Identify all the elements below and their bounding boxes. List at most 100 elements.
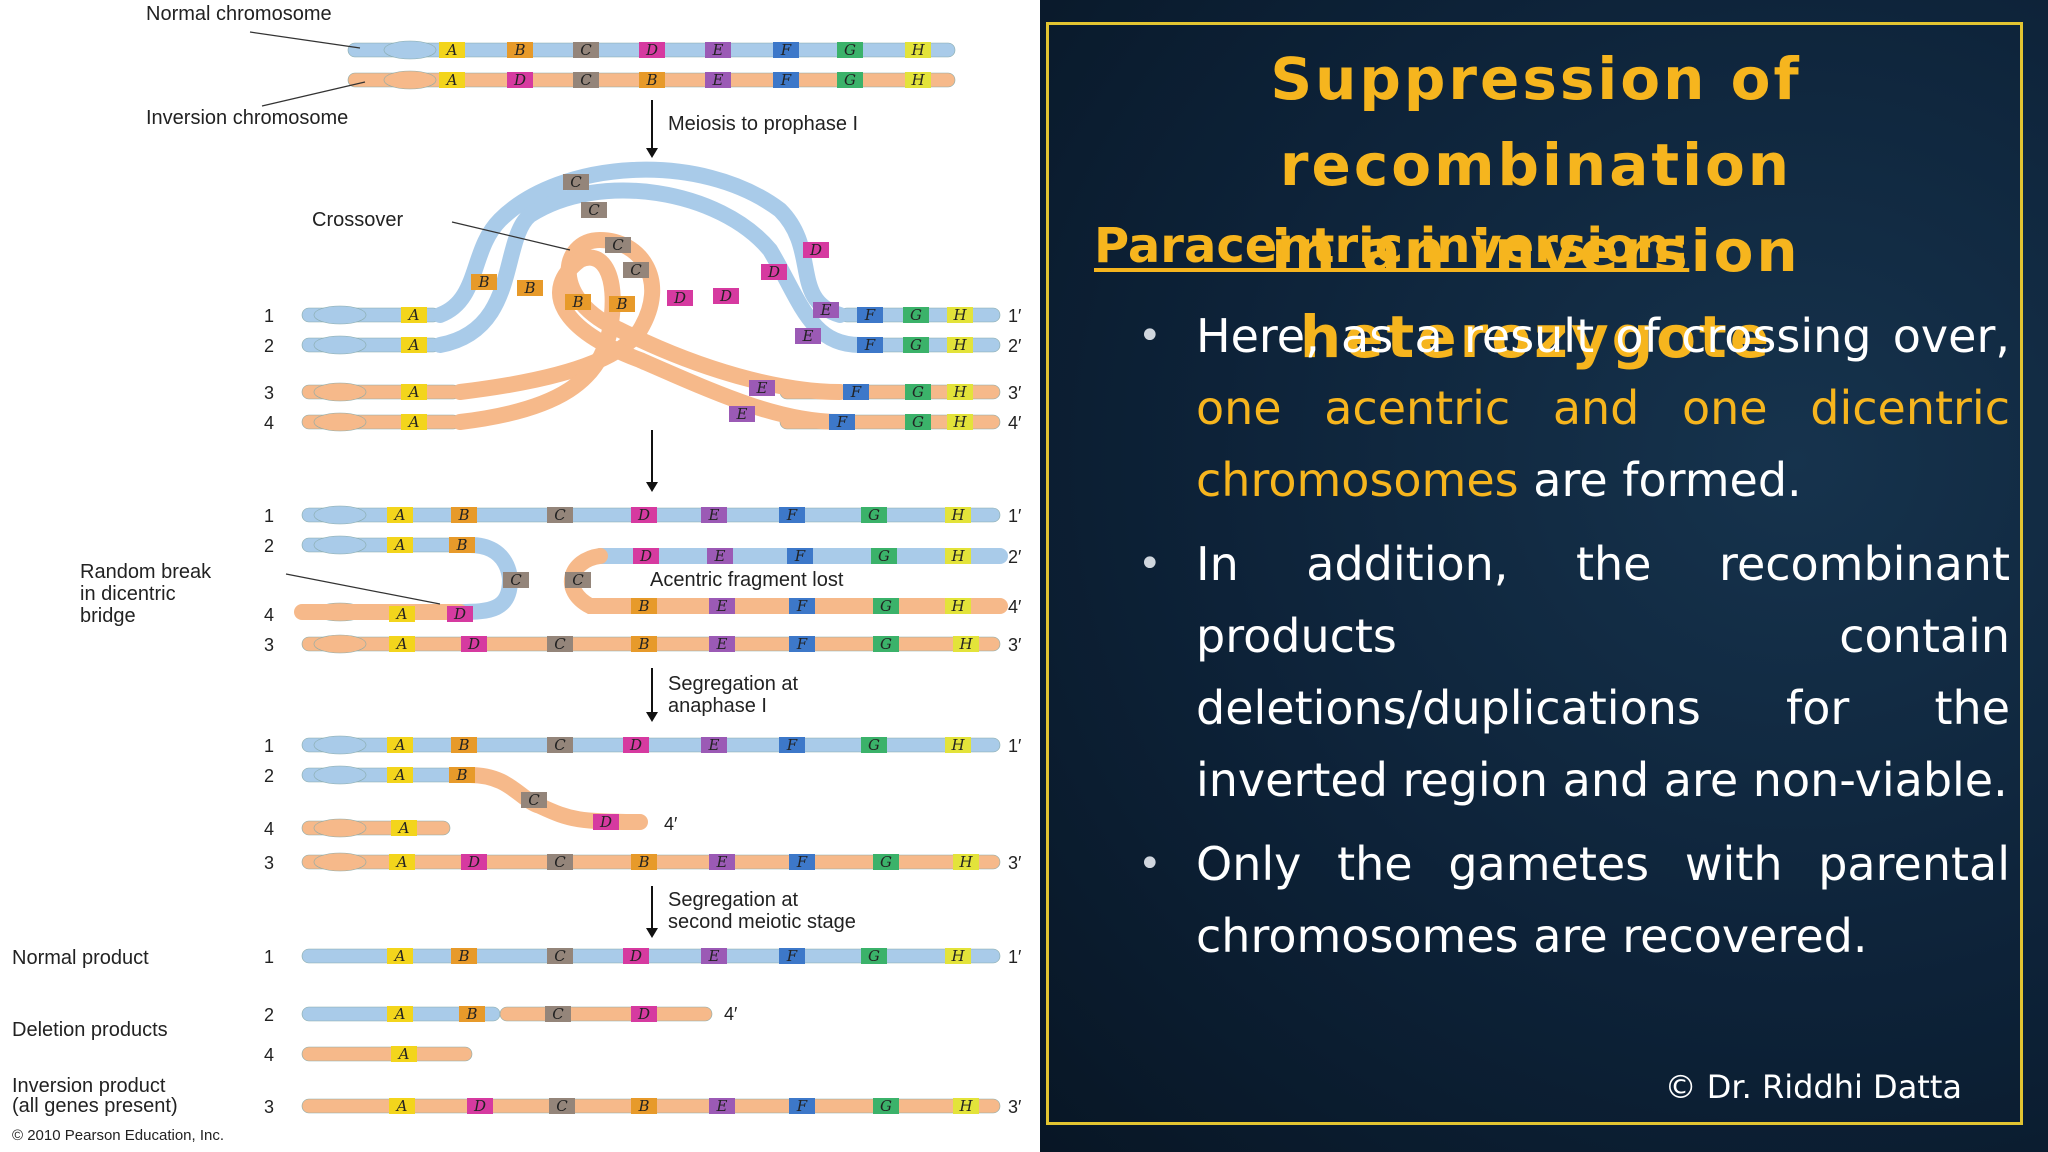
bullet-item: •In addition, the recombinant products c… [1100,528,2010,816]
gene-label: H [958,1097,973,1115]
gene-label: D [719,287,732,305]
gene-label: A [397,819,410,837]
strand-number: 3 [264,853,274,873]
gene-label: D [645,41,658,59]
gene-label: C [510,571,522,589]
gene-b [471,274,497,290]
gene-a [389,1098,415,1114]
gene-a [387,767,413,783]
gene-label: F [786,736,798,754]
gene-label: B [457,506,469,524]
gene-g [871,548,897,564]
gene-f [789,854,815,870]
strand-number: 2′ [1008,547,1022,567]
gene-label: E [716,597,728,615]
gene-label: D [453,605,466,623]
strand-number: 2 [264,536,274,556]
gene-label: D [629,947,642,965]
pointer-line [261,81,366,107]
gene-b [631,1098,657,1114]
gene-label: B [571,293,583,311]
strand-number: 4′ [664,814,678,834]
gene-label: E [736,405,748,423]
chromosome-strand [499,1006,713,1022]
gene-label: E [802,327,814,345]
gene-label: F [864,306,876,324]
gene-label: E [714,547,726,565]
gene-f [789,598,815,614]
gene-label: D [637,506,650,524]
gene-g [903,337,929,353]
title-line-1: Suppression of recombination [1270,45,1802,199]
gene-label: F [796,853,808,871]
gene-label: C [528,791,540,809]
strand-number: 3 [264,383,274,403]
gene-label: A [407,336,420,354]
gene-label: D [629,736,642,754]
loop-strand [452,249,848,430]
bullet-list: •Here, as a result of crossing over, one… [1100,300,2010,984]
strand-number: 1′ [1008,947,1022,967]
gene-label: A [393,736,406,754]
gene-f [779,737,805,753]
gene-d [631,507,657,523]
inversion-chromosome-label: Inversion chromosome [146,107,348,129]
gene-e [709,854,735,870]
strand-number: 3 [264,1097,274,1117]
gene-label: A [445,41,458,59]
loop-strands [294,161,1008,830]
segregation-label: anaphase I [668,695,767,717]
random-break-label: bridge [80,605,136,627]
segregation-label: Segregation at [668,673,799,695]
gene-a [389,636,415,652]
gene-d [461,636,487,652]
centromere [313,335,367,355]
bullet-dot-icon: • [1138,541,1162,587]
gene-label: F [796,635,808,653]
gene-c [573,42,599,58]
strand-number: 4 [264,413,274,433]
gene-a [439,72,465,88]
gene-label: H [952,383,967,401]
gene-b [451,507,477,523]
gene-h [945,507,971,523]
gene-f [789,636,815,652]
gene-c [573,72,599,88]
slide-frame [1046,22,2023,1125]
gene-b [631,854,657,870]
gene-label: E [716,1097,728,1115]
gene-h [945,548,971,564]
gene-d [713,288,739,304]
gene-label: F [864,336,876,354]
gene-g [861,737,887,753]
gene-label: A [445,71,458,89]
gene-label: B [465,1005,477,1023]
copyright-label: © 2010 Pearson Education, Inc. [12,1127,224,1144]
gene-label: C [612,236,624,254]
gene-b [631,636,657,652]
pointer-line [451,221,571,251]
gene-label: E [712,41,724,59]
normal-chromosome-label: Normal chromosome [146,3,332,25]
gene-h [947,307,973,323]
gene-label: D [467,853,480,871]
gene-label: D [513,71,526,89]
gene-b [451,737,477,753]
gene-label: A [393,947,406,965]
strand-number: 3′ [1008,635,1022,655]
gene-a [389,606,415,622]
inversion-product-label: (all genes present) [12,1095,178,1117]
strand-number: 3′ [1008,1097,1022,1117]
gene-label: G [880,853,892,871]
gene-g [905,414,931,430]
gene-label: C [552,1005,564,1023]
gene-label: A [393,766,406,784]
gene-b [449,767,475,783]
gene-d [803,242,829,258]
gene-a [387,948,413,964]
gene-a [439,42,465,58]
gene-a [391,1046,417,1062]
gene-a [401,337,427,353]
gene-e [707,548,733,564]
